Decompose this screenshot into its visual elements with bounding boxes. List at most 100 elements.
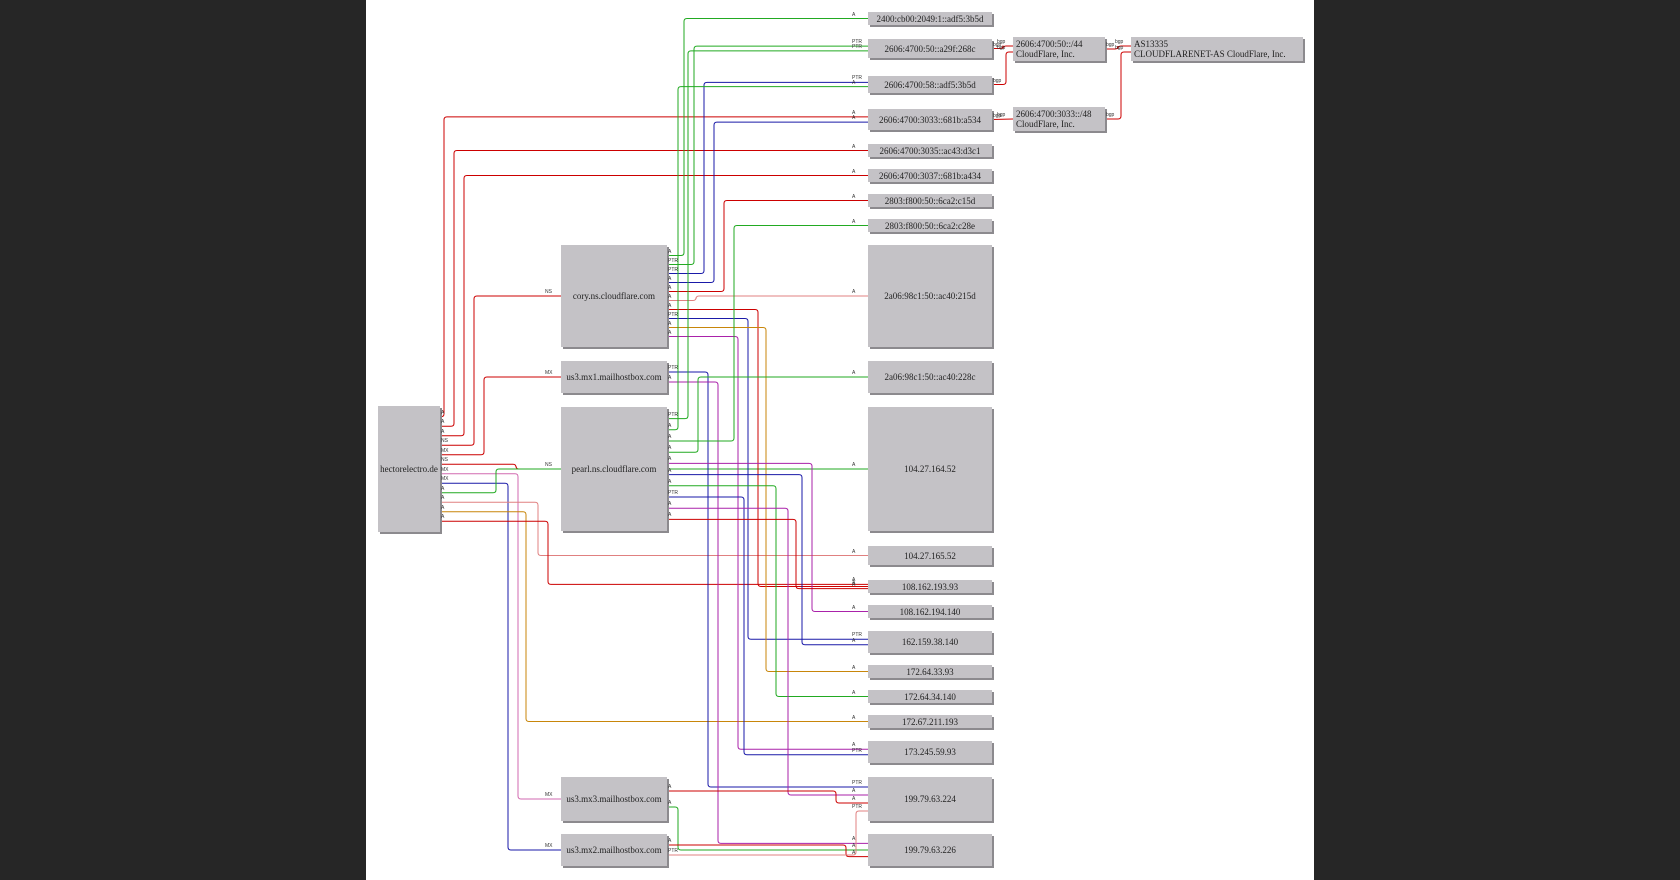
edge-label-source: bgp [1106, 112, 1115, 118]
edge-label-source: A [668, 784, 672, 790]
edge-label-target: A [852, 843, 856, 849]
node-label: hectorelectro.de [380, 464, 438, 474]
edge-label-source: A [668, 329, 672, 336]
edge-domain-to-mx1 [440, 376, 561, 456]
node-label-line: CloudFlare, Inc. [1016, 49, 1075, 59]
edge-label-source: bgp [993, 41, 1002, 48]
node-ip-199-79-63-226: 199.79.63.226 [868, 834, 992, 866]
edge-label-source: A [668, 478, 672, 485]
edge-ns-cory-to-ip-2606-a29f [667, 45, 868, 265]
edge-label-source: PTR [668, 257, 678, 264]
edge-label-target: A [852, 604, 856, 611]
edge-domain-to-ns-cory [440, 295, 561, 446]
node-label: 162.159.38.140 [901, 637, 959, 647]
node-ip-172-64-33-93: 172.64.33.93 [868, 665, 992, 678]
edge-label-source: A [441, 428, 445, 435]
node-ip-108-162-193-93: 108.162.193.93 [868, 580, 992, 593]
edge-ns-pearl-to-ip-172-64-34-140 [667, 485, 868, 697]
edge-ns-pearl-to-ip-162-159-38-140 [667, 474, 868, 646]
node-ip-199-79-63-224: 199.79.63.224 [868, 777, 992, 821]
node-label-line: 2606:4700:3033::/48 [1016, 109, 1092, 119]
edge-label-target: bgp [1115, 39, 1124, 45]
node-ip-2606-a29f: 2606:4700:50::a29f:268c [868, 39, 992, 58]
edge-label-source: A [668, 284, 672, 291]
edge-label-source: NS [441, 438, 448, 445]
edge-layer [440, 18, 1131, 858]
edge-domain-to-ns-pearl [440, 463, 561, 470]
edge-mx3-to-ip-199-79-63-226 [667, 806, 868, 851]
edge-label-target: A [852, 637, 856, 644]
edge-domain-to-mx3 [440, 473, 561, 800]
edge-ns-pearl-to-ip-2803-c28e [667, 225, 868, 442]
edge-label-source: MX [441, 466, 449, 473]
edge-ns-pearl-to-ip-108-162-194-140 [667, 462, 868, 612]
graph-canvas: hectorelectro.de cory.ns.cloudflare.com us… [366, 0, 1314, 880]
node-label: 104.27.165.52 [904, 550, 956, 561]
node-label: 199.79.63.226 [904, 845, 956, 855]
edge-label-target: PTR [852, 632, 862, 639]
edge-label-source: A [441, 504, 445, 511]
edge-label-source: A [668, 375, 672, 381]
edge-mx2-to-ip-199-79-63-224 [667, 810, 868, 856]
edge-label-target: MX [545, 792, 553, 798]
edge-label-source: MX [441, 476, 449, 483]
edge-label-source: A [668, 302, 672, 309]
node-label-line: CLOUDFLARENET-AS CloudFlare, Inc. [1134, 49, 1286, 59]
edge-ns-pearl-to-ip-199-79-63-224 [667, 507, 868, 796]
edge-label-target: MX [545, 843, 553, 849]
node-label: 199.79.63.224 [904, 794, 956, 804]
node-ip-2400-cb00: 2400:cb00:2049:1::adf5:3b5d [868, 12, 992, 25]
node-ip-2a06-215d: 2a06:98c1:50::ac40:215d [868, 245, 992, 347]
edge-mx2-to-ip-199-79-63-226 [667, 844, 868, 858]
node-label: 2a06:98c1:50::ac40:215d [884, 291, 976, 301]
edge-label-source: A [668, 456, 672, 463]
edge-ns-cory-to-ip-108-162-193-93 [667, 309, 868, 587]
edge-domain-to-ip-104-27-164-52 [440, 468, 868, 494]
edge-label-target: NS [545, 289, 552, 295]
node-label: 108.162.194.140 [899, 606, 961, 617]
edge-label-target: PTR [852, 747, 862, 754]
edge-label-target: PTR [852, 804, 862, 810]
edge-label-source: bgp [993, 112, 1002, 119]
node-label: us3.mx3.mailhostbox.com [566, 794, 662, 804]
edge-label-source: A [668, 422, 672, 429]
node-ns-cory: cory.ns.cloudflare.com [561, 245, 667, 347]
edge-ns-pearl-to-ip-2a06-228c [667, 376, 868, 453]
node-label: 173.245.59.93 [904, 747, 956, 757]
node-label: 2606:4700:3035::ac43:d3c1 [879, 145, 981, 156]
edge-bgp-2606-50-to-asn [1105, 45, 1131, 50]
node-mx3: us3.mx3.mailhostbox.com [561, 777, 667, 821]
node-ip-162-159-38-140: 162.159.38.140 [868, 631, 992, 653]
node-ip-173-245-59-93: 173.245.59.93 [868, 741, 992, 763]
edge-mx1-to-ip-199-79-63-226 [667, 381, 868, 844]
node-label: 108.162.193.93 [901, 581, 959, 592]
node-label: 2606:4700:3033::681b:a534 [879, 114, 981, 125]
edge-label-target: PTR [852, 43, 862, 50]
edge-bgp-2606-3033-to-asn [1105, 51, 1131, 120]
edge-ns-cory-to-ip-2606-adf5 [667, 81, 868, 274]
edge-label-target: A [852, 193, 856, 200]
node-ip-2606-ac43: 2606:4700:3035::ac43:d3c1 [868, 144, 992, 157]
edge-ns-pearl-to-ip-108-162-193-93 [667, 518, 868, 590]
node-ip-2606-adf5: 2606:4700:58::adf5:3b5d [868, 76, 992, 93]
edge-ns-cory-to-ip-2606-681b-a534 [667, 121, 868, 283]
node-ip-108-162-194-140: 108.162.194.140 [868, 605, 992, 618]
edge-label-target: bgp [997, 39, 1006, 45]
edge-label-target: A [852, 11, 856, 18]
edge-mx3-to-ip-199-79-63-224 [667, 790, 868, 804]
edge-label-target: A [852, 796, 856, 802]
edge-label-source: A [668, 434, 672, 440]
edge-label-target: A [852, 79, 856, 86]
edge-label-target: A [852, 462, 856, 468]
node-label: 172.64.34.140 [904, 691, 956, 702]
node-mx1: us3.mx1.mailhostbox.com [561, 361, 667, 393]
edge-label-target: A [852, 289, 856, 295]
edge-ip-2606-681b-a534-to-bgp-2606-3033 [991, 118, 1014, 120]
edge-label-target: bgp [997, 112, 1006, 118]
edge-label-source: PTR [668, 311, 678, 318]
edge-ns-pearl-to-ip-173-245-59-93 [667, 496, 868, 756]
edge-label-target: A [852, 849, 856, 856]
edge-label-target: A [852, 581, 856, 588]
edge-ns-cory-to-ip-173-245-59-93 [667, 336, 868, 750]
